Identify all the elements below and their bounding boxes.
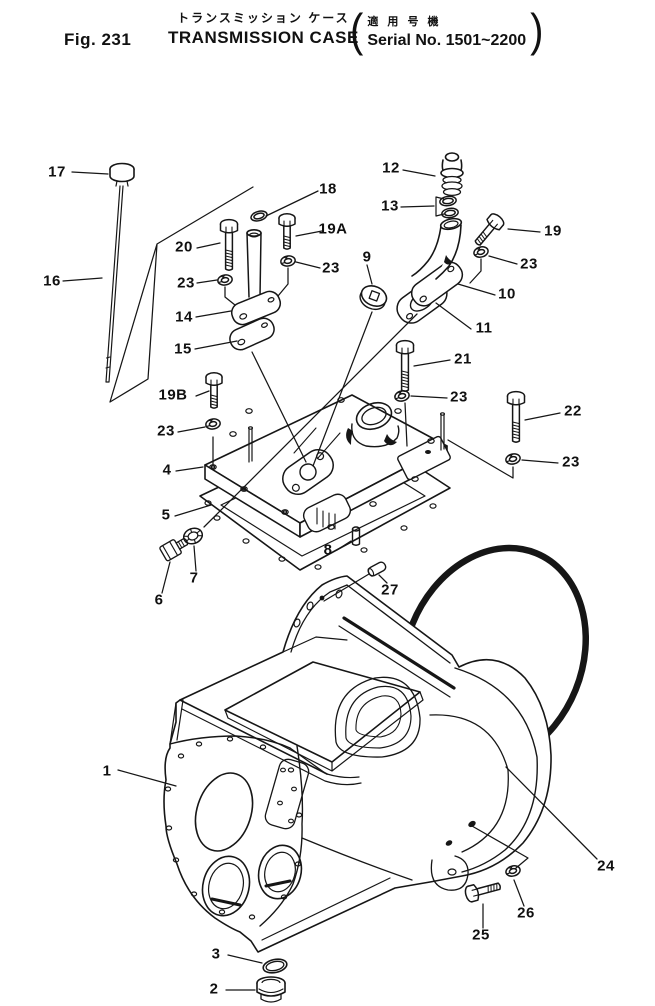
part-20-bolt (219, 218, 239, 272)
part-2-plug (256, 976, 286, 1003)
figure-label: Fig. 231 (64, 30, 132, 49)
part-23-washer (471, 244, 491, 260)
serial-block: ( 適 用 号 機 Serial No. 1501~2200 ) (350, 6, 543, 57)
part-19a-bolt (278, 213, 296, 250)
part-19b-bolt (205, 371, 223, 409)
part-22-bolt (506, 390, 526, 444)
part-23-washer (393, 388, 411, 404)
part-23-washer (504, 451, 522, 467)
part-16-dipstick (105, 185, 124, 383)
part-9-plug (359, 285, 388, 311)
part-10-elbow (410, 217, 464, 307)
part-13-orings (435, 194, 460, 220)
part-14-filler-tube (230, 229, 282, 326)
part-4-cover (204, 394, 451, 538)
part-19-bolt (470, 210, 507, 250)
close-paren: ) (530, 5, 544, 57)
part-7-washer (182, 527, 204, 545)
part-3-oring (262, 958, 288, 974)
part-27-pin (367, 561, 387, 577)
serial-japanese: 適 用 号 機 (367, 15, 442, 28)
part-1-case (163, 575, 552, 953)
title-japanese: トランスミッション ケース (177, 11, 350, 25)
part-12-breather (440, 152, 464, 197)
leader-lines (62, 169, 598, 991)
part-15-plate (229, 317, 275, 351)
part-17-cap (109, 162, 135, 187)
part-23-washer (216, 273, 234, 287)
page-header: Fig. 231 トランスミッション ケース TRANSMISSION CASE… (0, 0, 655, 70)
part-21-bolt (395, 339, 415, 393)
title-english: TRANSMISSION CASE (168, 28, 359, 47)
title-block: トランスミッション ケース TRANSMISSION CASE (168, 9, 359, 48)
part-25-bolt (463, 877, 503, 904)
part-8-pin (351, 526, 361, 546)
serial-number: Serial No. 1501~2200 (367, 31, 527, 49)
part-23-washer (279, 254, 297, 268)
part-23-washer (204, 417, 222, 431)
open-paren: ( (350, 5, 364, 57)
part-6-plug (159, 537, 189, 562)
